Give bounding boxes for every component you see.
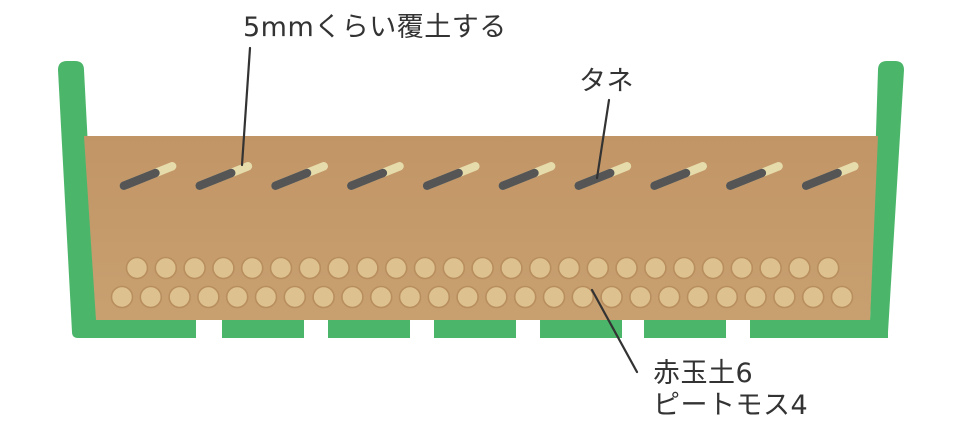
soil-granule — [816, 256, 840, 280]
soil-granule — [298, 256, 322, 280]
pot-bottom-segment — [222, 320, 304, 338]
soil-granule — [586, 256, 610, 280]
soil-granule — [744, 285, 767, 309]
soil-granule — [513, 285, 537, 309]
soil-granule — [312, 285, 335, 309]
soil-granule — [571, 285, 595, 309]
seed — [422, 162, 480, 190]
seed — [726, 162, 783, 190]
soil-granule — [686, 285, 710, 309]
soil-granule — [615, 256, 638, 280]
soil-granule — [139, 285, 163, 309]
soil-granule — [629, 285, 652, 309]
seed — [498, 162, 556, 190]
seed — [801, 162, 859, 190]
soil-granule — [327, 256, 350, 280]
soil-granule — [212, 256, 235, 280]
pot-right-wall — [868, 61, 904, 338]
soil-granule — [283, 285, 307, 309]
seed-leader — [595, 98, 611, 180]
cover-soil-leader — [240, 46, 252, 167]
soil-granule — [427, 285, 451, 309]
soil-mix-leader — [590, 288, 639, 374]
seed — [347, 162, 404, 190]
seed — [195, 162, 253, 190]
soil-granule — [801, 285, 825, 309]
cover-soil-label: 5mmくらい覆土する — [243, 12, 507, 43]
pot-bottom-segment — [644, 320, 726, 338]
soil-granule — [773, 285, 796, 309]
soil-mix-line-1: 赤玉土6 — [653, 358, 754, 389]
soil-granule — [830, 285, 854, 309]
soil-granule — [500, 256, 523, 280]
soil-mix-line-2: ピートモス4 — [653, 390, 809, 421]
soil-granule — [644, 256, 667, 280]
soil-granule — [240, 256, 264, 280]
leader-lines — [240, 46, 639, 374]
soil-granule — [110, 285, 134, 309]
soil-granule — [471, 256, 494, 280]
pot-bottom-segment — [434, 320, 516, 338]
soil-granule — [341, 285, 364, 309]
seed-label: タネ — [579, 66, 634, 97]
soil-granule — [413, 256, 437, 280]
pot-left-wall — [58, 61, 97, 338]
soil-granule — [369, 285, 393, 309]
soil-granule — [398, 285, 422, 309]
soil-granule — [542, 285, 566, 309]
soil-granule — [197, 285, 220, 309]
soil-granule — [225, 285, 249, 309]
pot — [58, 61, 904, 338]
soil-granule — [600, 285, 623, 309]
soil-granule — [384, 256, 408, 280]
soil-granule — [125, 256, 149, 280]
soil-granule — [657, 285, 681, 309]
soil-granule — [528, 256, 552, 280]
soil-granule — [557, 256, 581, 280]
granule-layer — [110, 256, 854, 309]
seed — [271, 162, 328, 190]
soil-granule — [759, 256, 782, 280]
pot-bottom-segment — [328, 320, 410, 338]
soil-granule — [456, 285, 479, 309]
soil-granule — [715, 285, 739, 309]
soil-granule — [356, 256, 379, 280]
soil-granule — [168, 285, 191, 309]
soil-granule — [442, 256, 466, 280]
soil-granule — [485, 285, 508, 309]
soil-granule — [788, 256, 811, 280]
soil-granule — [672, 256, 696, 280]
pot-bottom-segment — [750, 320, 888, 338]
soil-granule — [701, 256, 725, 280]
seed-row — [119, 162, 859, 190]
seed — [650, 162, 707, 190]
soil-granule — [254, 285, 278, 309]
soil-granule — [154, 256, 178, 280]
soil-granule — [730, 256, 754, 280]
seed — [574, 162, 632, 190]
seed — [119, 162, 177, 190]
pot-bottom-segment — [540, 320, 622, 338]
soil-granule — [269, 256, 293, 280]
soil-mix-label: 赤玉土6 ピートモス4 — [653, 358, 808, 422]
pot-bottom-segment — [90, 320, 196, 338]
soil-granule — [183, 256, 206, 280]
